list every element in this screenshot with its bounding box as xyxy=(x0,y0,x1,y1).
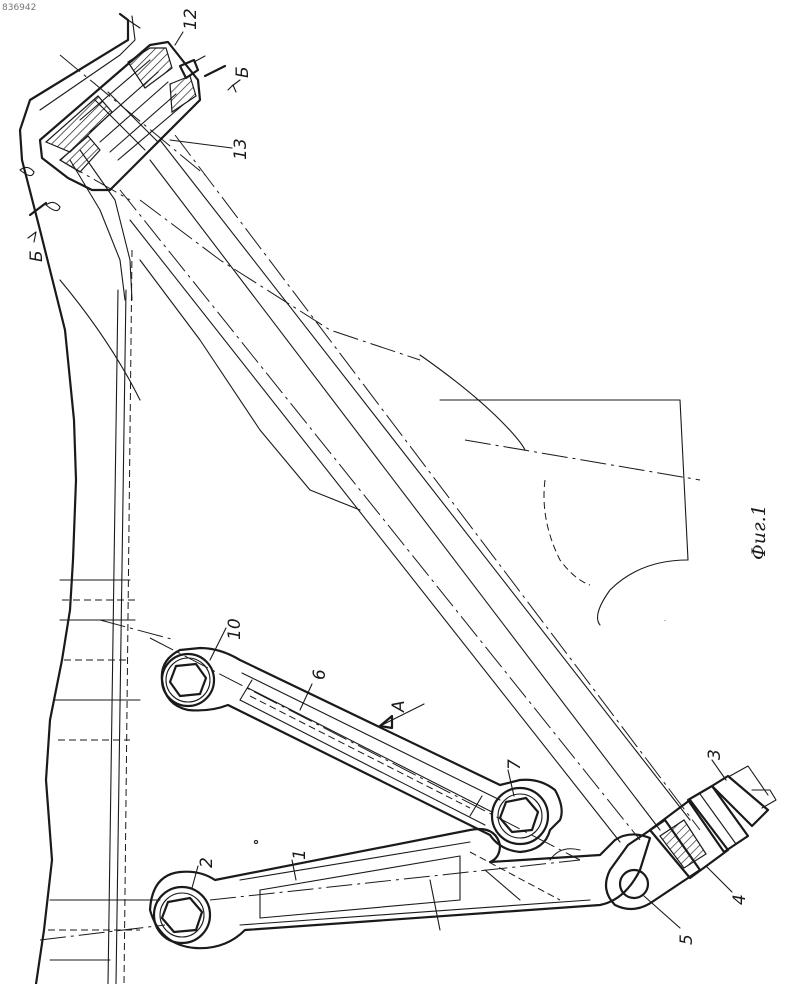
joint-assembly-3-4-5 xyxy=(606,766,776,909)
upper-bearing-assembly xyxy=(40,42,205,190)
construction-lines xyxy=(40,135,700,940)
label-section-b-left: Б xyxy=(27,250,47,262)
label-6: 6 xyxy=(310,669,330,680)
figure-caption: Фиг.1 xyxy=(748,504,770,560)
label-3: 3 xyxy=(705,749,725,760)
label-view-a: А xyxy=(389,700,409,713)
label-1: 1 xyxy=(290,849,310,860)
label-4: 4 xyxy=(730,894,750,905)
label-7: 7 xyxy=(505,759,525,770)
bolt-10 xyxy=(162,654,214,706)
label-5: 5 xyxy=(677,934,697,945)
label-13: 13 xyxy=(231,138,251,160)
label-12: 12 xyxy=(181,8,201,30)
label-section-b-top: Б xyxy=(233,66,253,78)
label-2: 2 xyxy=(197,857,217,868)
document-number: 836942 xyxy=(2,3,36,13)
stray-mark: · xyxy=(661,619,671,622)
label-10: 10 xyxy=(225,618,245,640)
bolt-7 xyxy=(492,788,548,844)
bolt-2 xyxy=(154,887,210,943)
background-contour xyxy=(60,200,700,625)
lever-1 xyxy=(150,829,650,948)
link-6 xyxy=(150,638,580,860)
